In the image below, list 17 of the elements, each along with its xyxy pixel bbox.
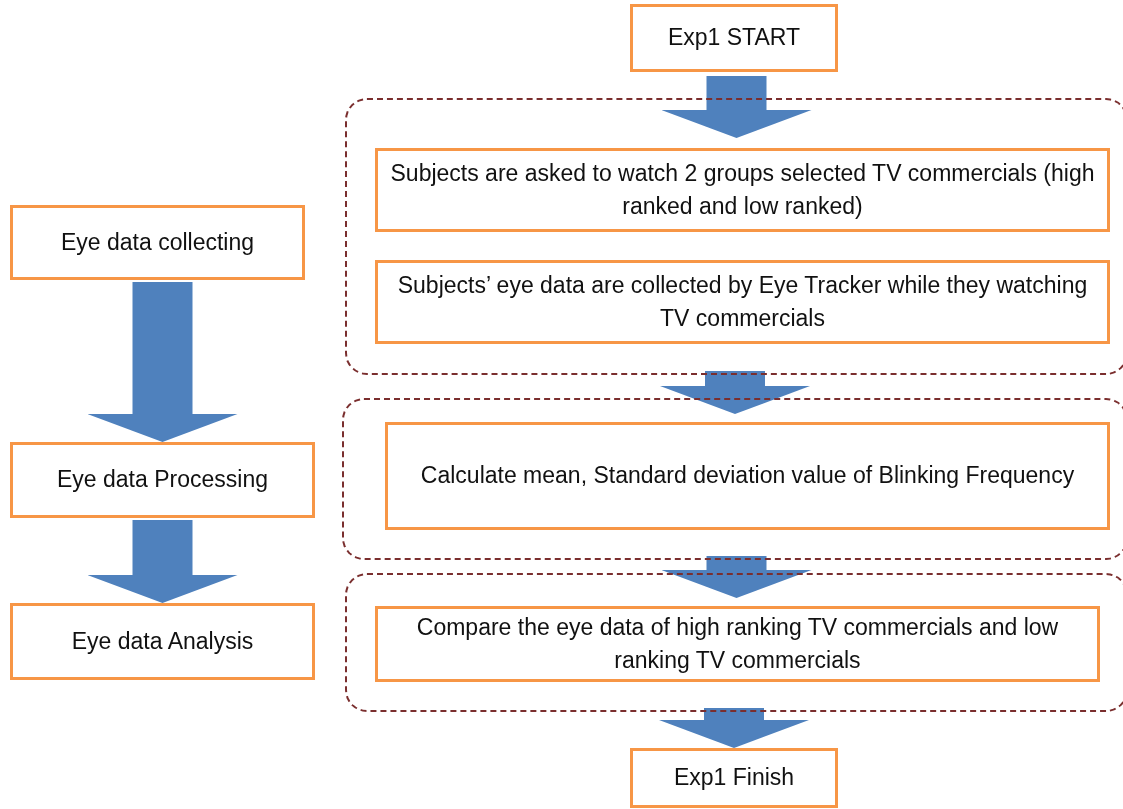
block-arrow	[660, 371, 810, 414]
process-box: Eye data collecting	[10, 205, 305, 280]
process-box: Exp1 Finish	[630, 748, 838, 808]
block-arrow	[661, 556, 812, 598]
dashed-group	[345, 98, 1123, 375]
process-box: Eye data Analysis	[10, 603, 315, 680]
process-box: Calculate mean, Standard deviation value of Blinking Frequency	[385, 422, 1110, 530]
process-box: Subjects’ eye data are collected by Eye Tracker while they watching TV commercials	[375, 260, 1110, 344]
process-box: Compare the eye data of high ranking TV commercials and low ranking TV commercials	[375, 606, 1100, 682]
block-arrow	[87, 520, 238, 603]
block-arrow	[661, 76, 812, 138]
process-box: Subjects are asked to watch 2 groups selected TV commercials (high ranked and low ranked)	[375, 148, 1110, 232]
process-box: Exp1 START	[630, 4, 838, 72]
block-arrow	[87, 282, 238, 442]
process-box: Eye data Processing	[10, 442, 315, 518]
dashed-group	[345, 573, 1123, 712]
block-arrow	[659, 708, 809, 748]
